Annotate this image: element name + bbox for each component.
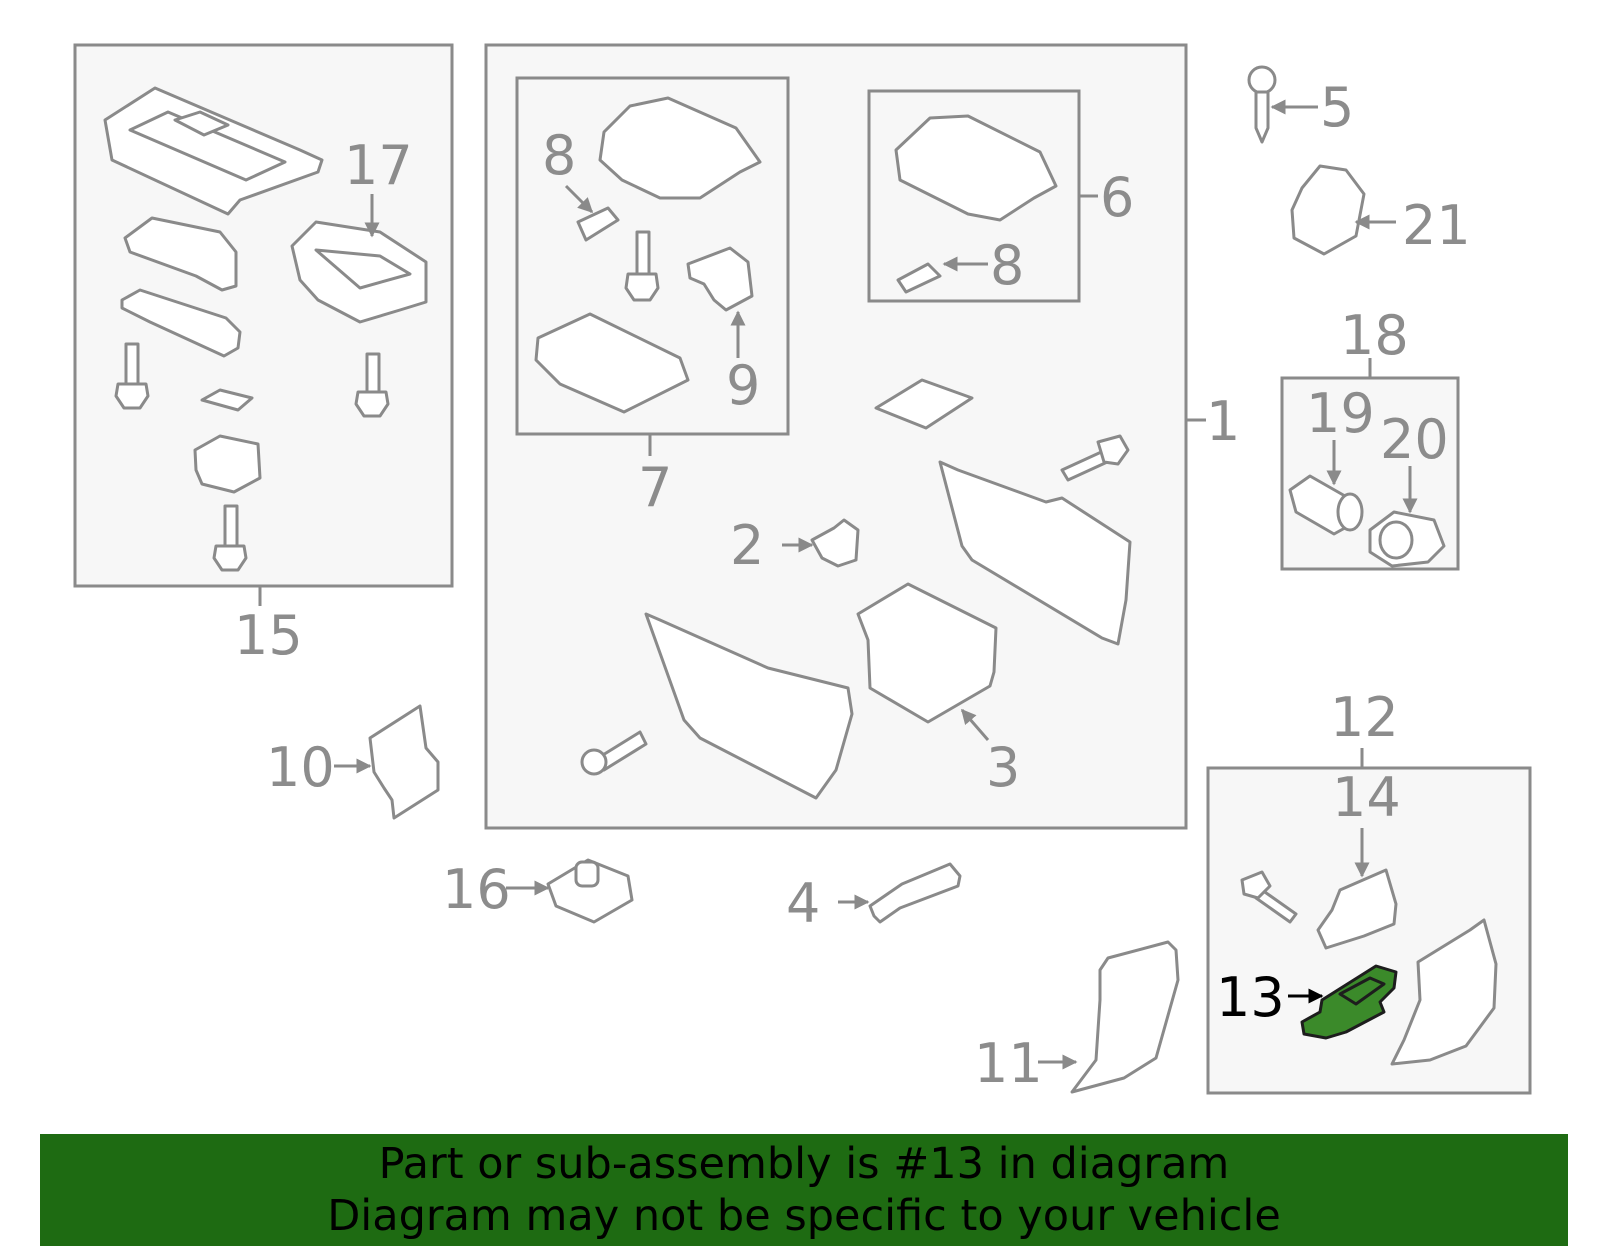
pad-part [874, 378, 974, 430]
callout-5: 5 [1320, 76, 1354, 139]
callout-2: 2 [730, 514, 764, 577]
bracket-part-4 [868, 862, 962, 924]
socket-part-19 [1288, 474, 1364, 536]
part-17-housing [290, 220, 428, 324]
banner-line-1: Part or sub-assembly is #13 in diagram [378, 1139, 1230, 1189]
storage-bin-part [856, 582, 998, 724]
callout-19: 19 [1306, 382, 1375, 445]
bolt-part [114, 342, 150, 410]
cover-part-14 [1316, 868, 1398, 950]
callout-4: 4 [786, 872, 820, 935]
trim-panel-part [123, 216, 238, 292]
bolt-part [212, 504, 248, 572]
armrest-lid-part [598, 96, 762, 200]
leader-3 [960, 708, 990, 741]
latch-part [686, 246, 754, 312]
bracket-part-10 [368, 704, 440, 820]
armrest-part [894, 114, 1058, 222]
screw-part [580, 730, 648, 776]
pocket-part [193, 434, 262, 494]
screw-part-5 [1247, 65, 1277, 144]
callout-11: 11 [974, 1032, 1043, 1095]
bolt-part [354, 352, 390, 418]
clip-part [200, 388, 254, 412]
callout-10: 10 [266, 736, 335, 799]
callout-8b: 8 [990, 234, 1024, 297]
callout-3: 3 [986, 736, 1020, 799]
hinge-pin-part [576, 206, 620, 242]
shifter-bezel-part [103, 86, 324, 216]
bracket-part-2 [810, 518, 860, 568]
callout-12: 12 [1330, 686, 1399, 749]
callout-18: 18 [1340, 304, 1409, 367]
side-cover-part-11 [1070, 940, 1180, 1094]
screw-part [624, 230, 660, 302]
callout-1: 1 [1206, 390, 1240, 453]
lower-panel-part [644, 612, 854, 800]
callout-13[interactable]: 13 [1216, 966, 1285, 1029]
info-banner: Part or sub-assembly is #13 in diagram D… [40, 1134, 1568, 1246]
callout-6: 6 [1100, 166, 1134, 229]
callout-8a: 8 [542, 124, 576, 187]
part-13-highlighted[interactable] [1300, 964, 1398, 1040]
screw-part [1060, 434, 1130, 482]
callout-15: 15 [234, 604, 303, 667]
clip-part-16 [546, 858, 634, 924]
switch-trim-part [120, 288, 242, 358]
callout-21: 21 [1402, 194, 1471, 257]
socket-cover-part-20 [1368, 510, 1446, 568]
callout-16: 16 [442, 858, 511, 921]
banner-line-2: Diagram may not be specific to your vehi… [327, 1191, 1281, 1241]
lid-inner-part [534, 312, 690, 414]
leader-8a [564, 184, 594, 214]
switch-part-21 [1290, 164, 1366, 256]
hinge-pin-part [896, 262, 942, 294]
side-panel-part [938, 460, 1132, 646]
callout-9: 9 [726, 354, 760, 417]
callout-20: 20 [1380, 408, 1449, 471]
bolt-part [1240, 870, 1298, 924]
callout-17: 17 [344, 134, 413, 197]
callout-14: 14 [1332, 766, 1401, 829]
callout-7: 7 [638, 456, 672, 519]
side-cover-part [1390, 918, 1498, 1066]
